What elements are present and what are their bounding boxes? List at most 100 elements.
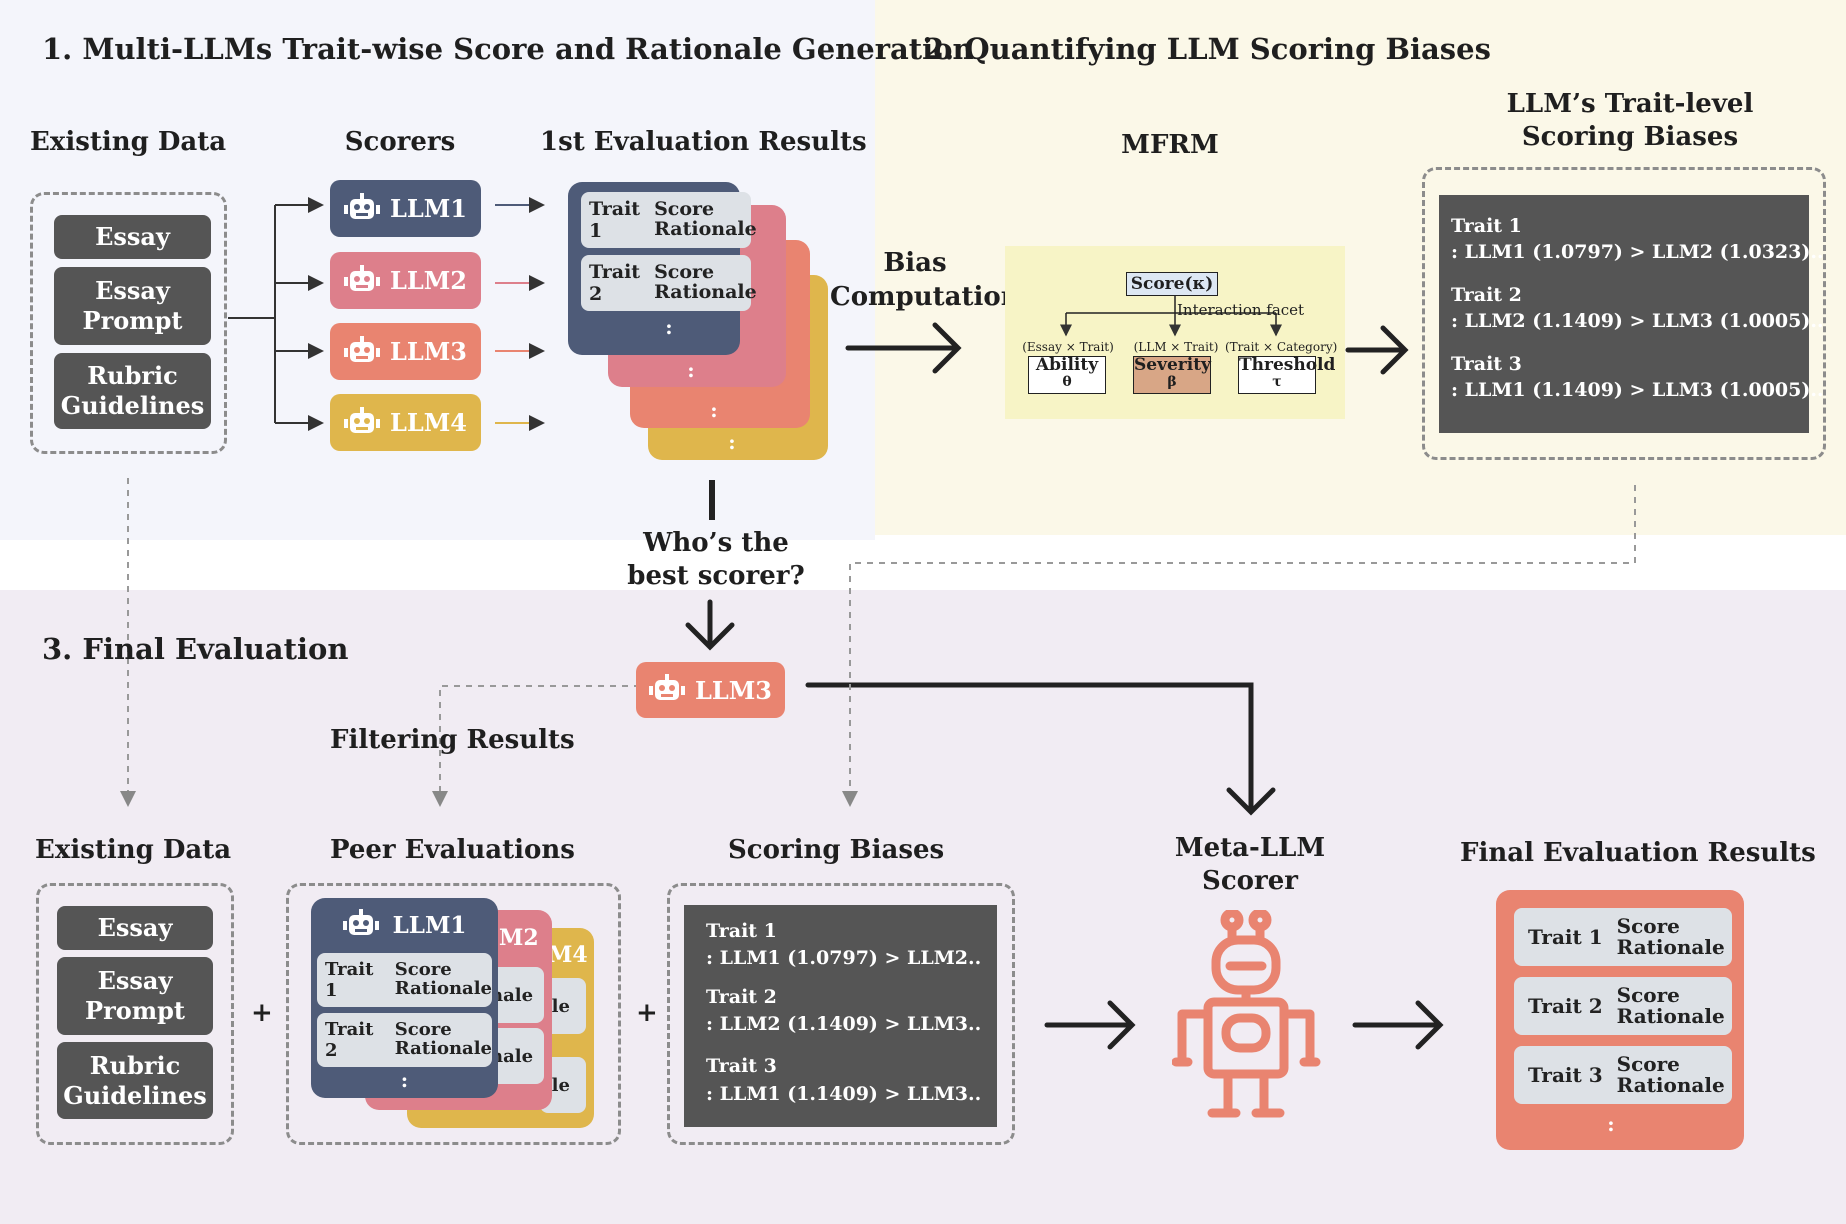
meta-llm-robot-icon bbox=[1172, 910, 1321, 1118]
best-llm-label: LLM3 bbox=[694, 675, 772, 705]
trait-name: Trait 3 bbox=[1528, 1063, 1603, 1087]
final-existing-data-label: Existing Data bbox=[35, 835, 232, 865]
bias-trait1-name: Trait 1 bbox=[1451, 215, 1522, 237]
bias-trait2-detail: : LLM2 (1.1409) > LLM3 (1.0005).. bbox=[1451, 310, 1824, 332]
final-bias-trait3-detail: : LLM1 (1.1409) > LLM3.. bbox=[706, 1083, 982, 1105]
robot-icon bbox=[343, 335, 380, 362]
trait-level-biases-box bbox=[1422, 167, 1826, 460]
first-results-label: 1st Evaluation Results bbox=[540, 127, 867, 157]
final-essay-prompt-item: Essay Prompt bbox=[57, 957, 213, 1035]
facet-symbol: τ bbox=[1272, 374, 1282, 390]
bias-trait3-name: Trait 3 bbox=[1451, 353, 1522, 375]
filtering-results-label: Filtering Results bbox=[330, 725, 575, 755]
partial-text: nale bbox=[490, 984, 534, 1006]
rationale-text: Rationale bbox=[394, 1038, 492, 1059]
biases-to-meta-arrow bbox=[1044, 1000, 1136, 1050]
trait-name: Trait 2 bbox=[589, 261, 641, 305]
final-bias-trait3-name: Trait 3 bbox=[706, 1055, 777, 1077]
section2-title: 2. Quantifying LLM Scoring Biases bbox=[924, 32, 1491, 66]
mfrm-facet-severity: Severity β bbox=[1133, 356, 1211, 394]
peer-card-llm4-label: M4 bbox=[548, 942, 588, 968]
peer-llm1-dots: : bbox=[400, 1068, 409, 1092]
score-text: Score bbox=[654, 261, 715, 284]
rationale-text: Rationale bbox=[654, 218, 757, 240]
plus-sign-2: + bbox=[636, 998, 658, 1028]
scorer-llm4-label: LLM4 bbox=[389, 408, 467, 437]
mfrm-facet-threshold: Threshold τ bbox=[1238, 355, 1336, 394]
best-llm-chip: LLM3 bbox=[636, 662, 785, 718]
trait-name: Trait 1 bbox=[325, 959, 374, 1001]
peer-llm1-header: LLM1 bbox=[311, 905, 498, 945]
final-bias-trait2-name: Trait 2 bbox=[706, 986, 777, 1008]
bias-computation-arrow bbox=[845, 322, 962, 374]
bias-trait1-detail: : LLM1 (1.0797) > LLM2 (1.0323).. bbox=[1451, 241, 1824, 263]
mfrm-facet-threshold-caption: (Trait × Category) bbox=[1225, 340, 1338, 354]
facet-symbol: β bbox=[1167, 374, 1177, 390]
final-results-label: Final Evaluation Results bbox=[1460, 838, 1816, 868]
bias-computation-label: Bias Computation bbox=[830, 248, 1020, 312]
scoring-biases-label: Scoring Biases bbox=[728, 835, 945, 865]
peer-evaluations-label: Peer Evaluations bbox=[330, 835, 575, 865]
mfrm-facet-ability-caption: (Essay × Trait) bbox=[1022, 340, 1114, 354]
peer-llm2-row2-partial: nale bbox=[490, 1028, 544, 1084]
robot-icon bbox=[342, 909, 379, 935]
rationale-text: Rationale bbox=[1616, 1073, 1725, 1097]
scorer-llm1-label: LLM1 bbox=[389, 194, 467, 223]
score-text: Score bbox=[394, 959, 452, 981]
rationale-text: Rationale bbox=[394, 978, 492, 999]
final-essay-item: Essay bbox=[57, 906, 213, 950]
scoring-biases-panel: Trait 1 : LLM1 (1.0797) > LLM2.. Trait 2… bbox=[684, 905, 997, 1127]
result-card-llm2-dots: : bbox=[687, 358, 695, 382]
plus-sign-1: + bbox=[251, 998, 273, 1028]
scorer-llm3: LLM3 bbox=[330, 323, 481, 380]
rationale-text: Rationale bbox=[1616, 1004, 1725, 1028]
final-bias-trait1-detail: : LLM1 (1.0797) > LLM2.. bbox=[706, 947, 982, 969]
section3-title: 3. Final Evaluation bbox=[42, 632, 349, 666]
scorer-llm1: LLM1 bbox=[330, 180, 481, 237]
mfrm-label: MFRM bbox=[1121, 130, 1219, 160]
score-text: Score bbox=[1616, 914, 1680, 938]
peer-card-llm2-label: M2 bbox=[499, 925, 539, 951]
mfrm-score-node: Score(κ) bbox=[1126, 272, 1218, 296]
scorer-llm3-label: LLM3 bbox=[389, 337, 467, 366]
score-text: Score bbox=[1616, 983, 1680, 1007]
peer-llm2-row1-partial: nale bbox=[490, 967, 544, 1023]
mfrm-interaction-label: Interaction facet bbox=[1177, 301, 1305, 319]
robot-icon bbox=[343, 192, 380, 219]
scorer-llm2-label: LLM2 bbox=[389, 266, 467, 295]
score-text: Score bbox=[394, 1019, 452, 1041]
best-llm-to-meta-arrow bbox=[805, 682, 1276, 816]
facet-symbol: θ bbox=[1062, 374, 1072, 390]
data-to-scorers-connector bbox=[228, 197, 324, 431]
peer-llm1-label: LLM1 bbox=[392, 911, 467, 939]
score-text: Score bbox=[1616, 1052, 1680, 1076]
best-scorer-question: Who’s the best scorer? bbox=[627, 528, 805, 591]
robot-icon bbox=[343, 406, 380, 433]
partial-text: nale bbox=[490, 1045, 534, 1067]
final-bias-trait1-name: Trait 1 bbox=[706, 920, 777, 942]
question-to-best-llm-arrow bbox=[685, 599, 735, 651]
facet-name: Threshold bbox=[1239, 355, 1336, 375]
scorer-llm2: LLM2 bbox=[330, 252, 481, 309]
biases-dashed-link bbox=[842, 485, 1636, 807]
meta-to-final-arrow bbox=[1352, 1000, 1444, 1050]
trait-name: Trait 1 bbox=[589, 198, 641, 242]
scoring-biases-box bbox=[667, 883, 1015, 1145]
existing-data-box bbox=[30, 192, 227, 454]
trait-name: Trait 2 bbox=[1528, 994, 1603, 1018]
meta-llm-label: Meta-LLM Scorer bbox=[1174, 833, 1326, 896]
scorer-llm4: LLM4 bbox=[330, 394, 481, 451]
essay-item: Essay bbox=[54, 215, 211, 259]
facet-name: Ability bbox=[1035, 355, 1099, 375]
robot-icon bbox=[343, 264, 380, 291]
final-results-dots: : bbox=[1607, 1112, 1615, 1136]
existing-data-label: Existing Data bbox=[30, 127, 227, 157]
trait-name: Trait 1 bbox=[1528, 925, 1603, 949]
mfrm-facet-ability: Ability θ bbox=[1028, 356, 1106, 394]
